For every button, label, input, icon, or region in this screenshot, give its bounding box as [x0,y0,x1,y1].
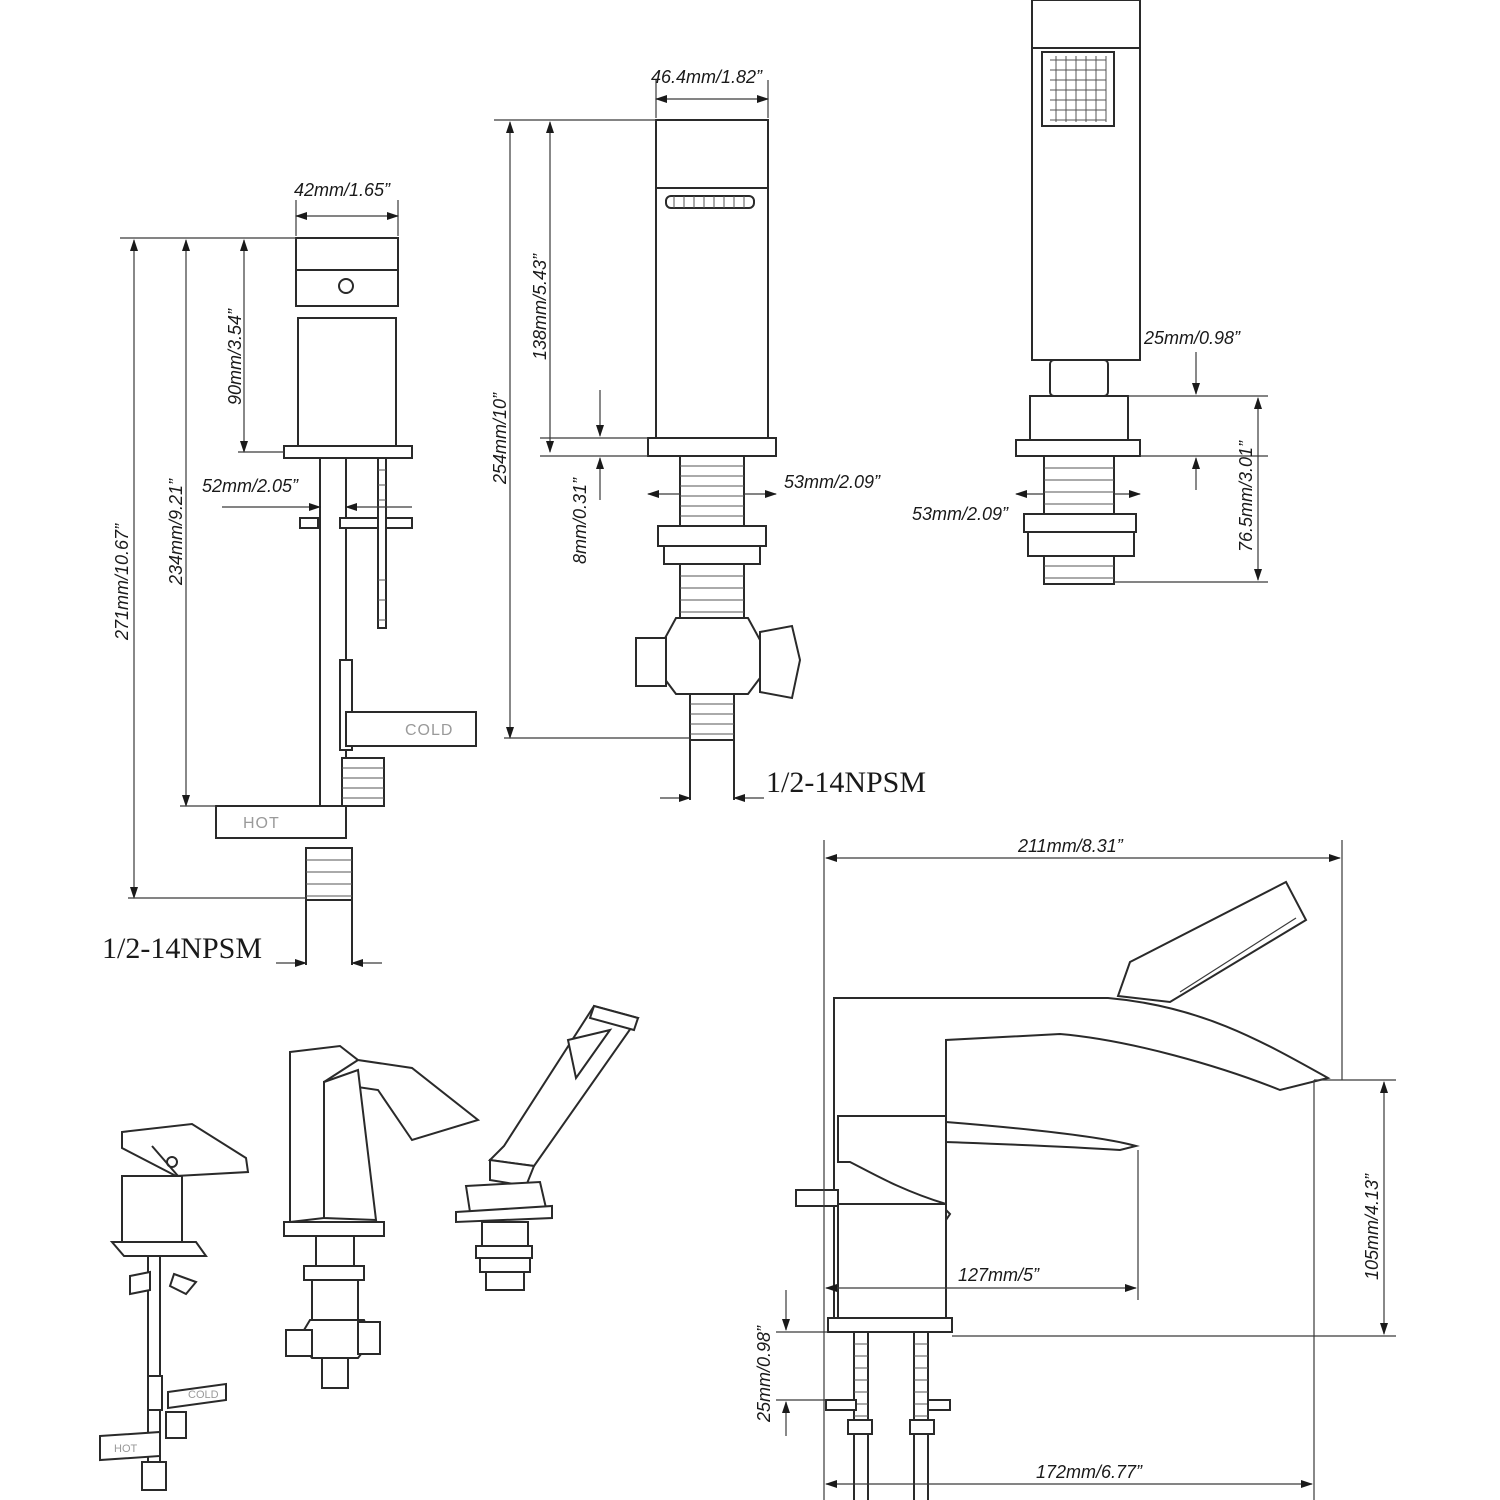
spout-height-dimension: 138mm/5.43” [530,253,550,360]
handle-width-dimension: 42mm/1.65” [294,180,391,200]
spout-thread-spec: 1/2-14NPSM [766,766,926,799]
shower-base-width-dimension: 53mm/2.09” [912,504,1009,524]
iso-hot-label: HOT [114,1443,138,1455]
hot-label: HOT [243,815,280,832]
spout-base-width-dimension: 53mm/2.09” [784,472,881,492]
side-view-drawing [795,880,1331,1500]
side-spread-dimension: 172mm/6.77” [1036,1462,1143,1482]
side-reach-dimension: 127mm/5” [958,1265,1040,1285]
handle-body-height-dimension: 234mm/9.21” [166,478,186,586]
spout-drawing [635,119,802,800]
cold-label: COLD [405,722,453,739]
hand-shower-dimensions: 25mm/0.98” 76.5mm/3.01” 53mm/2.09” [912,328,1268,583]
spout-total-height-dimension: 254mm/10” [490,392,510,485]
spout-dimensions: 46.4mm/1.82” 138mm/5.43” 254mm/10” 8mm/0… [490,67,926,802]
hand-shower-drawing [1015,0,1141,585]
side-view-dimensions: 211mm/8.31” 105mm/4.13” 127mm/5” 25mm/0.… [754,836,1396,1500]
handle-dimensions: 42mm/1.65” 90mm/3.54” 271mm/10.67” 234mm… [102,180,412,967]
iso-cold-label: COLD [188,1389,219,1401]
shower-height-dimension: 76.5mm/3.01” [1236,440,1256,552]
shower-base-gap-dimension: 25mm/0.98” [1143,328,1241,348]
handle-height-dimension: 90mm/3.54” [225,308,245,405]
handle-total-height-dimension: 271mm/10.67” [112,523,132,641]
isometric-handle: COLD HOT [99,1122,250,1491]
spout-base-gap-dimension: 8mm/0.31” [570,477,590,564]
spout-width-dimension: 46.4mm/1.82” [651,67,763,87]
handle-valve-drawing: COLD HOT [215,237,477,965]
handle-base-width-dimension: 52mm/2.05” [202,476,299,496]
isometric-spout [283,1044,481,1389]
side-spout-height-dimension: 105mm/4.13” [1362,1173,1382,1280]
side-total-width-dimension: 211mm/8.31” [1017,836,1124,856]
side-base-gap-dimension: 25mm/0.98” [754,1325,774,1423]
handle-thread-spec: 1/2-14NPSM [102,932,262,965]
isometric-hand-shower [455,1004,640,1291]
